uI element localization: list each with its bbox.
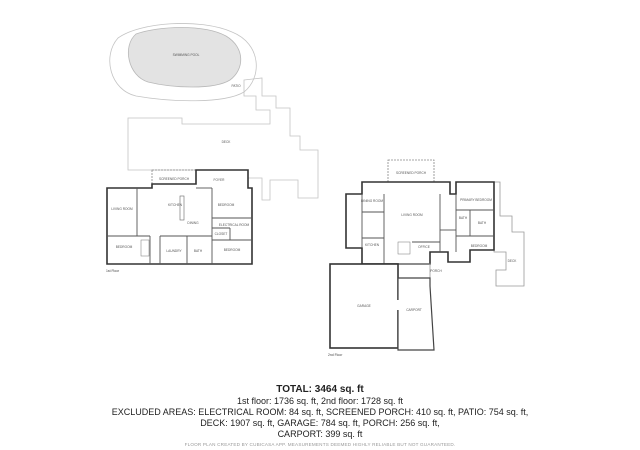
area-summary: TOTAL: 3464 sq. ft 1st floor: 1736 sq. f…: [0, 384, 640, 449]
stairs-2f: [397, 241, 411, 255]
excluded-areas-line-3: CARPORT: 399 sq. ft: [277, 429, 363, 439]
dining-1f-label: DINING: [187, 221, 199, 225]
first-floor-label: 1st Floor: [106, 269, 120, 273]
bedroom-1f-left-label: BEDROOM: [116, 245, 133, 249]
second-floor-plan: SCREENED PORCH DINING ROOM LIVING ROOM P…: [329, 159, 525, 351]
screened-porch-1f-label: SCREENED PORCH: [159, 177, 190, 181]
second-floor-exterior-wall: [345, 181, 495, 265]
living-room-1f-label: LIVING ROOM: [111, 207, 133, 211]
bedroom-1f-bottom-label: BEDROOM: [224, 248, 241, 252]
site-outline: [109, 23, 319, 201]
floors-area: 1st floor: 1736 sq. ft, 2nd floor: 1728 …: [236, 396, 404, 406]
closet-1f-label: CLOSET: [215, 232, 228, 236]
first-floor-interior-walls: [107, 187, 252, 264]
patio-label: PATIO: [231, 84, 241, 88]
living-room-2f-label: LIVING ROOM: [401, 213, 423, 217]
first-floor-exterior-wall: [106, 169, 253, 265]
bath-2f-b-label: BATH: [478, 221, 487, 225]
bedroom-1f-right-label: BEDROOM: [218, 203, 235, 207]
bath-1f-label: BATH: [194, 249, 203, 253]
carport-label: CARPORT: [406, 308, 422, 312]
office-2f-label: OFFICE: [418, 245, 430, 249]
floor-plan-diagram: SWIMMING POOL PATIO DECK SCREENED PORCH …: [106, 23, 525, 357]
kitchen-counter: [179, 195, 185, 221]
total-area: TOTAL: 3464 sq. ft: [276, 384, 364, 395]
foyer-1f-label: FOYER: [214, 178, 226, 182]
deck-2f-outline: [493, 181, 525, 287]
disclaimer-credit: FLOOR PLAN CREATED BY CUBICASA APP. MEAS…: [184, 442, 456, 447]
electrical-room-1f-label: ELECTRICAL ROOM: [219, 223, 250, 227]
bedroom-2f-label: BEDROOM: [471, 244, 488, 248]
kitchen-1f-label: KITCHEN: [168, 203, 183, 207]
deck-label: DECK: [222, 140, 232, 144]
primary-bedroom-label: PRIMARY BEDROOM: [460, 198, 492, 202]
pool: [128, 27, 242, 88]
first-floor-plan: SCREENED PORCH FOYER KITCHEN LIVING ROOM…: [106, 169, 253, 265]
deck-2f-label: DECK: [508, 259, 518, 263]
excluded-areas-line-1: EXCLUDED AREAS: ELECTRICAL ROOM: 84 sq. …: [111, 407, 529, 417]
kitchen-2f-label: KITCHEN: [365, 243, 380, 247]
screened-porch-2f-label: SCREENED PORCH: [396, 171, 427, 175]
second-floor-interior-walls: [361, 194, 494, 264]
garage-label: GARAGE: [357, 304, 371, 308]
garage: [329, 263, 399, 349]
dining-room-2f-label: DINING ROOM: [361, 199, 383, 203]
bath-2f-a-label: BATH: [459, 216, 468, 220]
laundry-1f-label: LAUNDRY: [166, 249, 182, 253]
deck-outline: [127, 77, 319, 201]
stairs-1f: [140, 239, 150, 257]
carport: [397, 277, 435, 351]
porch-2f-label: PORCH: [430, 269, 442, 273]
pool-label: SWIMMING POOL: [173, 53, 200, 57]
second-floor-label: 2nd Floor: [328, 353, 343, 357]
excluded-areas-line-2: DECK: 1907 sq. ft, GARAGE: 784 sq. ft, P…: [200, 418, 440, 428]
